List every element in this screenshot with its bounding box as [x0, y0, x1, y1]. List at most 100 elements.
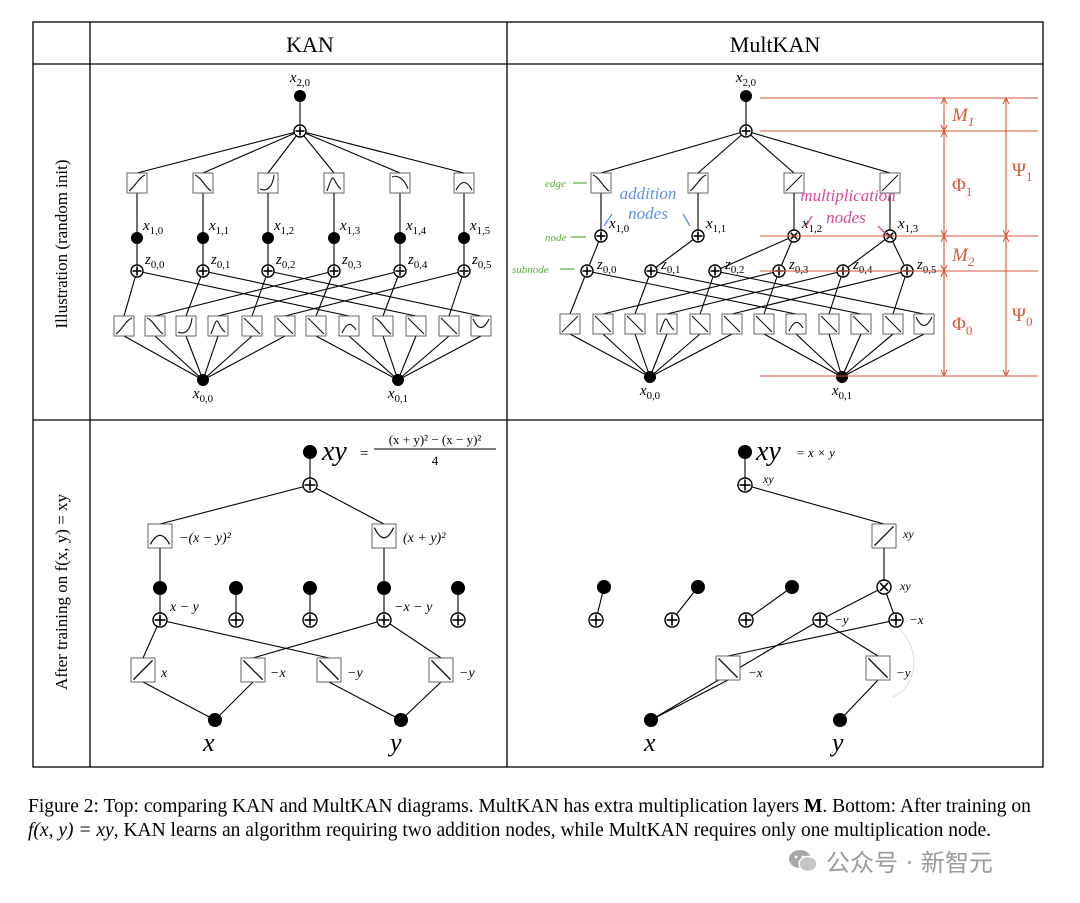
subnode-label: z0,5: [471, 252, 491, 271]
output-node-label: x2,0: [289, 70, 310, 89]
edge-line: [397, 335, 450, 381]
edge-label: −x: [270, 666, 286, 681]
wechat-icon: [789, 849, 818, 872]
edge-line: [214, 681, 254, 721]
bracket-label: Ψ1: [1012, 160, 1033, 184]
node: [833, 713, 847, 727]
activation-curve: [561, 315, 579, 333]
edge-line: [123, 270, 138, 317]
times-b: [879, 582, 889, 592]
activation-curve: [820, 315, 838, 333]
edge-line: [299, 130, 401, 174]
activation-curve: [659, 318, 675, 333]
subnode-label: z0,3: [788, 257, 808, 276]
edge-line: [400, 681, 442, 721]
hidden-node-label: x1,2: [801, 216, 822, 235]
edge-line: [448, 270, 465, 317]
output-node-label: x2,0: [735, 70, 756, 89]
addition-annotation: addition: [620, 184, 677, 203]
activation-curve: [852, 315, 870, 333]
edge-line: [697, 130, 747, 174]
edge-line: [202, 335, 286, 381]
edge-line: [142, 681, 216, 721]
edge-line: [185, 270, 204, 317]
edge-line: [841, 333, 925, 378]
node: [377, 581, 391, 595]
activation-box: [785, 313, 807, 335]
subnode-label: z0,3: [341, 252, 361, 271]
edge-line: [727, 619, 897, 657]
activation-curve: [873, 525, 895, 547]
edge-line: [267, 130, 301, 174]
subnode-label: z0,4: [852, 257, 873, 276]
node: [303, 445, 317, 459]
edge-line: [315, 270, 335, 317]
bracket-label: Ψ0: [1012, 305, 1033, 329]
edge-line: [841, 333, 862, 378]
bracket-label: M2: [951, 245, 975, 269]
input-label: x: [643, 728, 656, 757]
edge-label: −x: [909, 612, 924, 627]
edge-line: [634, 333, 651, 378]
activation-curve: [884, 315, 902, 333]
edge-line: [251, 270, 269, 317]
activation-curve: [132, 659, 154, 681]
figure-caption: Figure 2: Top: comparing KAN and MultKAN…: [28, 795, 1058, 843]
subnode-label: z0,4: [407, 252, 428, 271]
edge-line: [892, 270, 908, 315]
input-label: y: [829, 728, 844, 757]
multiplication-annotation: multiplication: [800, 186, 895, 205]
hidden-node-label: x1,1: [705, 216, 726, 235]
watermark: 公众号 · 新智元: [788, 843, 993, 878]
edge-line: [682, 213, 691, 227]
node: [451, 581, 465, 595]
edge-line: [299, 130, 335, 174]
caption-part2: . Bottom: After training on: [822, 796, 1031, 817]
bracket-label: Φ1: [952, 175, 972, 199]
edge-line: [328, 681, 402, 721]
node: [458, 232, 470, 244]
bracket-label: Φ0: [952, 314, 972, 338]
activation-curve: [594, 315, 612, 333]
input-node-label: x0,1: [831, 383, 852, 402]
addition-annotation-2: nodes: [628, 204, 668, 223]
node: [197, 374, 209, 386]
activation-box: [470, 315, 492, 337]
bracket-label: M1: [951, 105, 974, 129]
caption-math: f(x, y) = xy: [28, 820, 114, 841]
node: [394, 232, 406, 244]
caption-part3: , KAN learns an algorithm requiring two …: [113, 820, 992, 841]
activation-curve: [341, 323, 357, 334]
node: [153, 581, 167, 595]
activation-curve: [374, 317, 392, 335]
edge-line: [842, 235, 891, 272]
node: [303, 581, 317, 595]
activation-curve: [915, 316, 933, 327]
edge-line: [650, 235, 699, 272]
activation-curve: [259, 174, 275, 191]
node: [197, 232, 209, 244]
kan-random-init-diagram: x1,0z0,0x1,1z0,1x1,2z0,2x1,3z0,3x1,4z0,4…: [113, 70, 492, 405]
activation-curve: [326, 177, 342, 192]
edge-line: [602, 333, 651, 378]
activation-curve: [626, 315, 644, 333]
edge-line: [745, 130, 795, 174]
activation-curve: [881, 174, 899, 192]
edge-line: [650, 270, 862, 315]
edge-line: [202, 130, 301, 174]
activation-curve: [788, 321, 804, 332]
activation-curve: [455, 181, 473, 191]
faint-edge: [891, 625, 915, 698]
kan-header: KAN: [286, 32, 334, 57]
edge-line: [202, 335, 253, 381]
edge-line: [202, 270, 417, 317]
edge-label: x: [160, 666, 168, 681]
edge-line: [159, 484, 311, 525]
edge-line: [348, 335, 399, 381]
hidden-node-label: x1,4: [405, 218, 427, 237]
activation-curve: [430, 659, 452, 681]
edge-line: [159, 619, 330, 659]
edge-line: [763, 333, 843, 378]
row-label-bottom: After training on f(x, y) = xy: [52, 493, 71, 690]
